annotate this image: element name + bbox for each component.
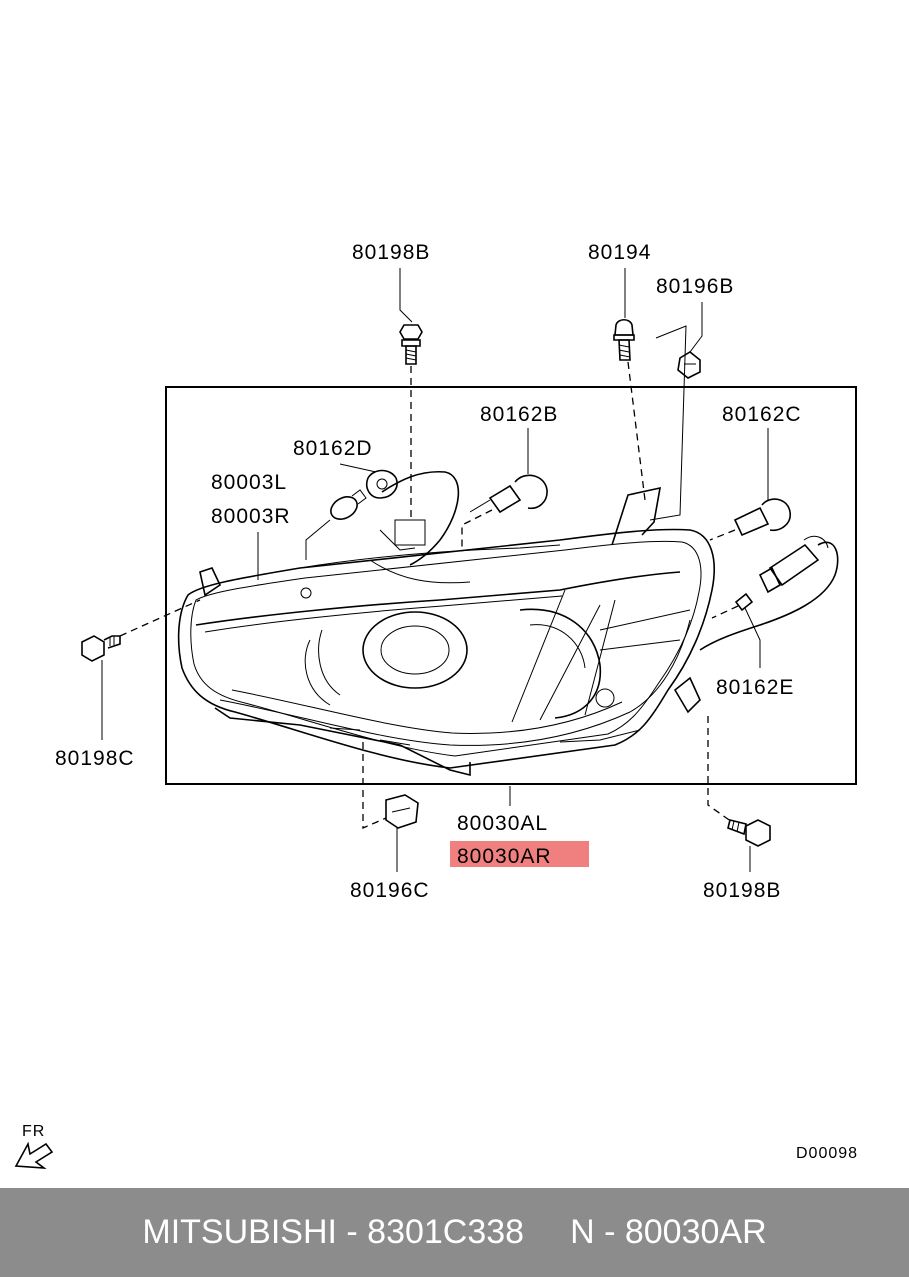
bolt-80198b-top <box>399 324 423 365</box>
clip-80196b <box>677 351 701 379</box>
bolt-80198c <box>81 635 121 662</box>
clip-80196c <box>385 794 419 829</box>
connector-right <box>699 535 839 651</box>
headlamp-assembly <box>177 470 715 777</box>
label-80198c: 80198C <box>55 747 135 770</box>
socket-80162d <box>365 469 398 499</box>
socket-80162e <box>734 592 754 612</box>
leader-lines <box>101 268 769 872</box>
label-80003r: 80003R <box>211 505 291 528</box>
label-80030al: 80030AL <box>457 812 548 835</box>
label-80003l: 80003L <box>211 471 287 494</box>
footer-brand-part: MITSUBISHI - 8301C338 <box>142 1213 525 1251</box>
label-80030ar: 80030AR <box>457 845 552 868</box>
front-arrow-icon <box>14 1141 54 1169</box>
diagram-code: D00098 <box>796 1145 858 1162</box>
highlight-box <box>450 841 589 867</box>
label-80162b: 80162B <box>480 403 558 426</box>
label-80162d: 80162D <box>293 437 373 460</box>
bulb-80162b <box>469 474 548 514</box>
footer-bar: MITSUBISHI - 8301C338 N - 80030AR <box>0 1188 909 1277</box>
label-80198b-bottom: 80198B <box>703 879 781 902</box>
bolt-80194 <box>613 318 635 361</box>
direction-label: FR <box>22 1123 45 1140</box>
label-80196b: 80196B <box>656 275 734 298</box>
footer-ref-part: N - 80030AR <box>570 1213 767 1251</box>
label-80194: 80194 <box>588 241 651 264</box>
bulb-80162c <box>733 498 791 537</box>
bulb-80162d <box>330 489 367 520</box>
label-80196c: 80196C <box>350 879 430 902</box>
parts-diagram: 80198B 80194 80196B 80162B 80162C 80162D… <box>14 241 858 1169</box>
label-80162c: 80162C <box>722 403 802 426</box>
assembly-frame <box>165 386 857 785</box>
label-80162e: 80162E <box>716 676 794 699</box>
label-80198b-top: 80198B <box>352 241 430 264</box>
bolt-80198b-bottom <box>727 819 771 847</box>
